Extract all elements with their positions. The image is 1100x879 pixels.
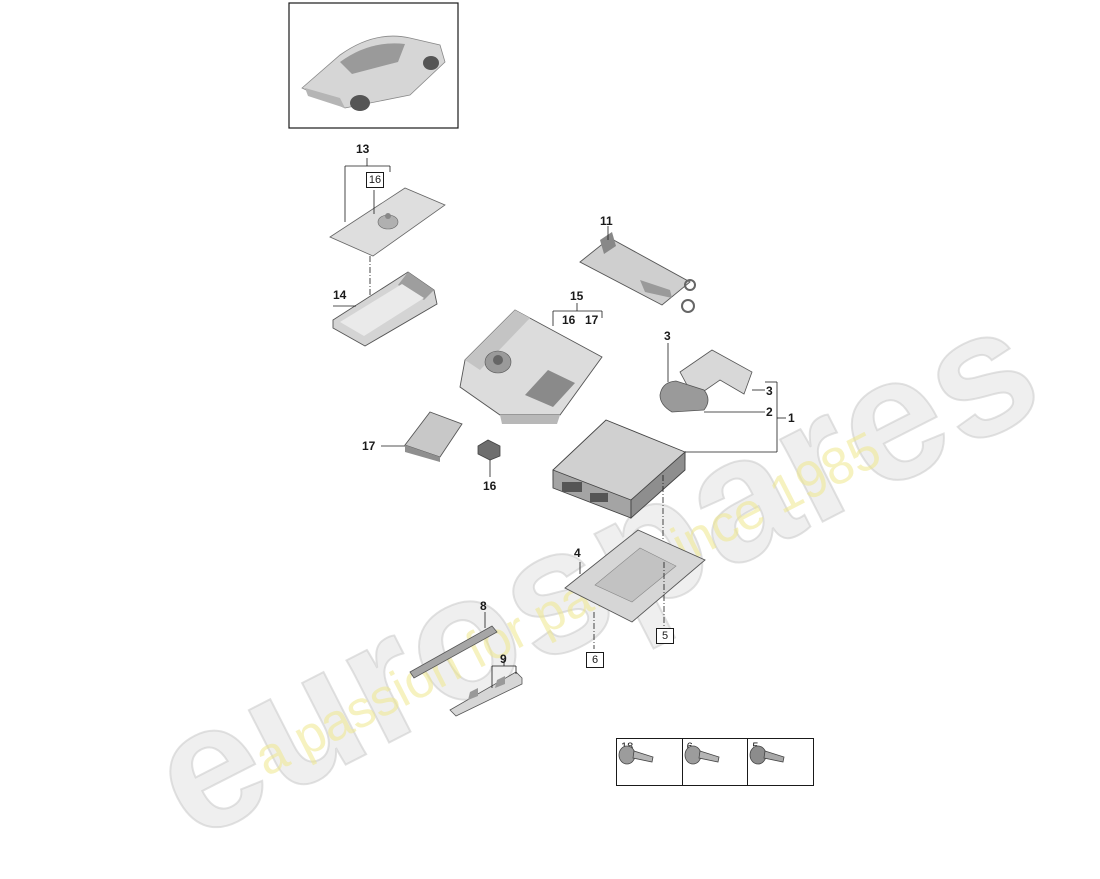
part-2-cap xyxy=(659,380,709,413)
bracket-1 xyxy=(685,381,786,453)
callout-13: 13 xyxy=(356,142,370,156)
callout-16-bottom: 16 xyxy=(483,479,497,493)
part-15-control-panel xyxy=(459,309,603,424)
callout-2: 2 xyxy=(766,405,773,419)
part-1-control-unit xyxy=(552,419,686,520)
fastener-cell: 6 xyxy=(683,739,749,785)
callout-15: 15 xyxy=(570,289,584,303)
part-14-tray xyxy=(332,271,438,347)
screw-icon xyxy=(684,745,720,765)
part-16-clip xyxy=(477,439,501,461)
part-4-base-plate xyxy=(564,529,706,623)
callout-8: 8 xyxy=(480,599,487,613)
callout-3b: 3 xyxy=(766,384,773,398)
part-9-bracket xyxy=(449,671,523,717)
part-13-cover-plate xyxy=(329,187,446,257)
bracket-9 xyxy=(491,660,517,688)
ref-box-16-top: 16 xyxy=(366,172,384,188)
callout-3a: 3 xyxy=(664,329,671,343)
callout-15-16: 16 xyxy=(562,313,576,327)
callout-4: 4 xyxy=(574,546,581,560)
callout-15-17: 17 xyxy=(585,313,599,327)
parts-diagram: eurospares a passion for parts since 198… xyxy=(120,2,1069,877)
ref-box-6: 6 xyxy=(586,652,604,668)
part-8-trim-strip xyxy=(409,625,498,679)
screw-icon xyxy=(618,745,654,765)
screw-icon xyxy=(749,745,785,765)
callout-11: 11 xyxy=(600,214,613,228)
bracket-13 xyxy=(344,158,391,222)
vehicle-thumbnail xyxy=(288,2,459,129)
callout-14: 14 xyxy=(333,288,347,302)
callout-1: 1 xyxy=(788,411,795,425)
fastener-cell: 5 xyxy=(748,739,813,785)
diagram-drawing xyxy=(288,2,786,717)
part-17-switch xyxy=(404,411,463,462)
bracket-15 xyxy=(552,303,603,326)
callout-9: 9 xyxy=(500,652,507,666)
part-11-module xyxy=(579,232,696,313)
fastener-cell: 18 xyxy=(617,739,683,785)
ref-box-5: 5 xyxy=(656,628,674,644)
callout-17: 17 xyxy=(362,439,376,453)
fastener-table: 18 6 5 xyxy=(616,738,814,786)
